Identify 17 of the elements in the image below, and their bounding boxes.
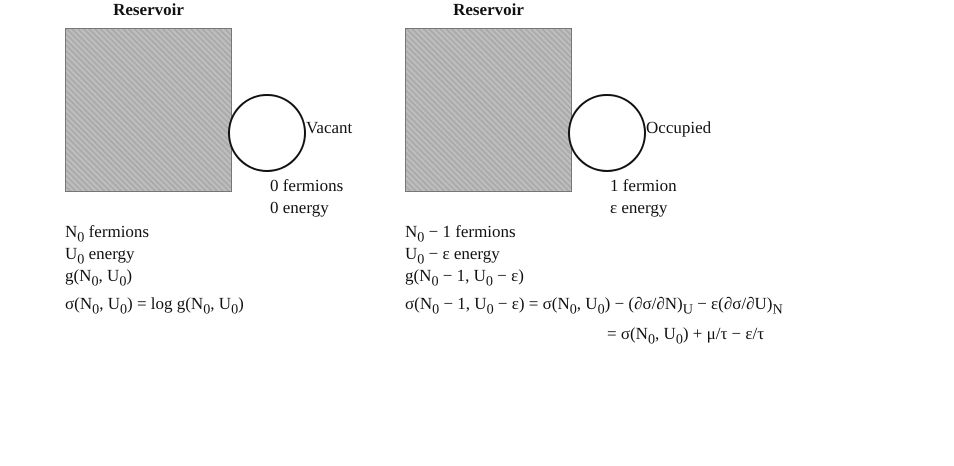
caption-text: ε energy <box>610 198 668 218</box>
formula-text: N$_{0}$ fermions <box>65 222 150 246</box>
formula-text: U$_{0}$ − ε energy <box>405 244 500 268</box>
caption-text: 0 fermions <box>270 176 344 196</box>
formula-text: U$_{0}$ energy <box>65 244 135 268</box>
state-label: Occupied <box>646 118 712 138</box>
formula-text: σ(N$_{0}$, U$_{0}$) = log g(N$_{0}$, U$_{0}$) <box>65 294 244 318</box>
formula-text: σ(N$_{0}$ − 1, U$_{0}$ − ε) = σ(N$_{0}$, U$_{0}$) − (∂σ/∂N)$_{U}$ − ε(∂σ/∂U)$_{N}$ <box>405 294 783 318</box>
formula-text: N$_{0}$ − 1 fermions <box>405 222 516 246</box>
reservoir-label: Reservoir <box>452 0 525 20</box>
caption-text: 1 fermion <box>610 176 677 196</box>
state-label: Vacant <box>306 118 352 138</box>
formula-text: g(N$_{0}$, U$_{0}$) <box>65 266 132 290</box>
caption-text: 0 energy <box>270 198 329 218</box>
formula-text: g(N$_{0}$ − 1, U$_{0}$ − ε) <box>405 266 524 290</box>
reservoir-label: Reservoir <box>112 0 185 20</box>
formula-text: = σ(N$_{0}$, U$_{0}$) + μ/τ − ε/τ <box>607 324 764 348</box>
